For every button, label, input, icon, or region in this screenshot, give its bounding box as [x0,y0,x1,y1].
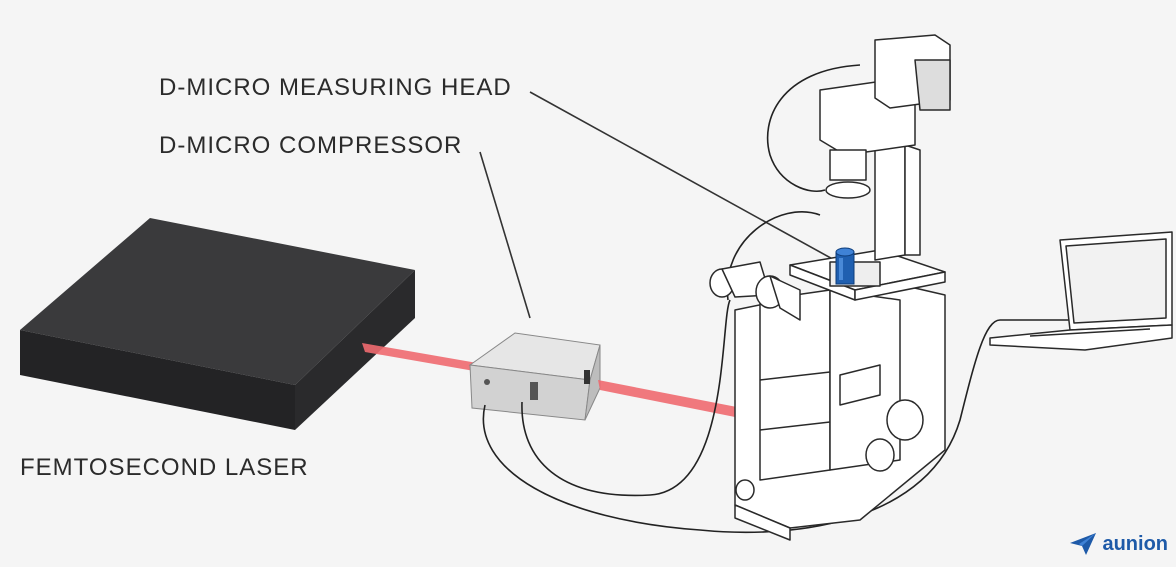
brand-logo: aunion [1068,531,1168,557]
cables [482,64,1070,534]
leader-line-compressor [479,151,531,319]
laptop [989,231,1173,351]
logo-text: aunion [1102,532,1168,555]
leader-line-head [529,91,839,263]
measuring-head-label: D-MICRO MEASURING HEAD [159,74,512,101]
compressor-box [468,332,601,421]
compressor-label: D-MICRO COMPRESSOR [159,132,463,159]
femtosecond-laser-box [20,218,415,430]
laser-beam-2 [598,380,742,418]
microscope [709,34,951,541]
paper-plane-icon [1070,533,1097,555]
laser-beam-1 [362,343,483,372]
measuring-head [835,247,855,285]
laser-label: FEMTOSECOND LASER [20,454,309,481]
